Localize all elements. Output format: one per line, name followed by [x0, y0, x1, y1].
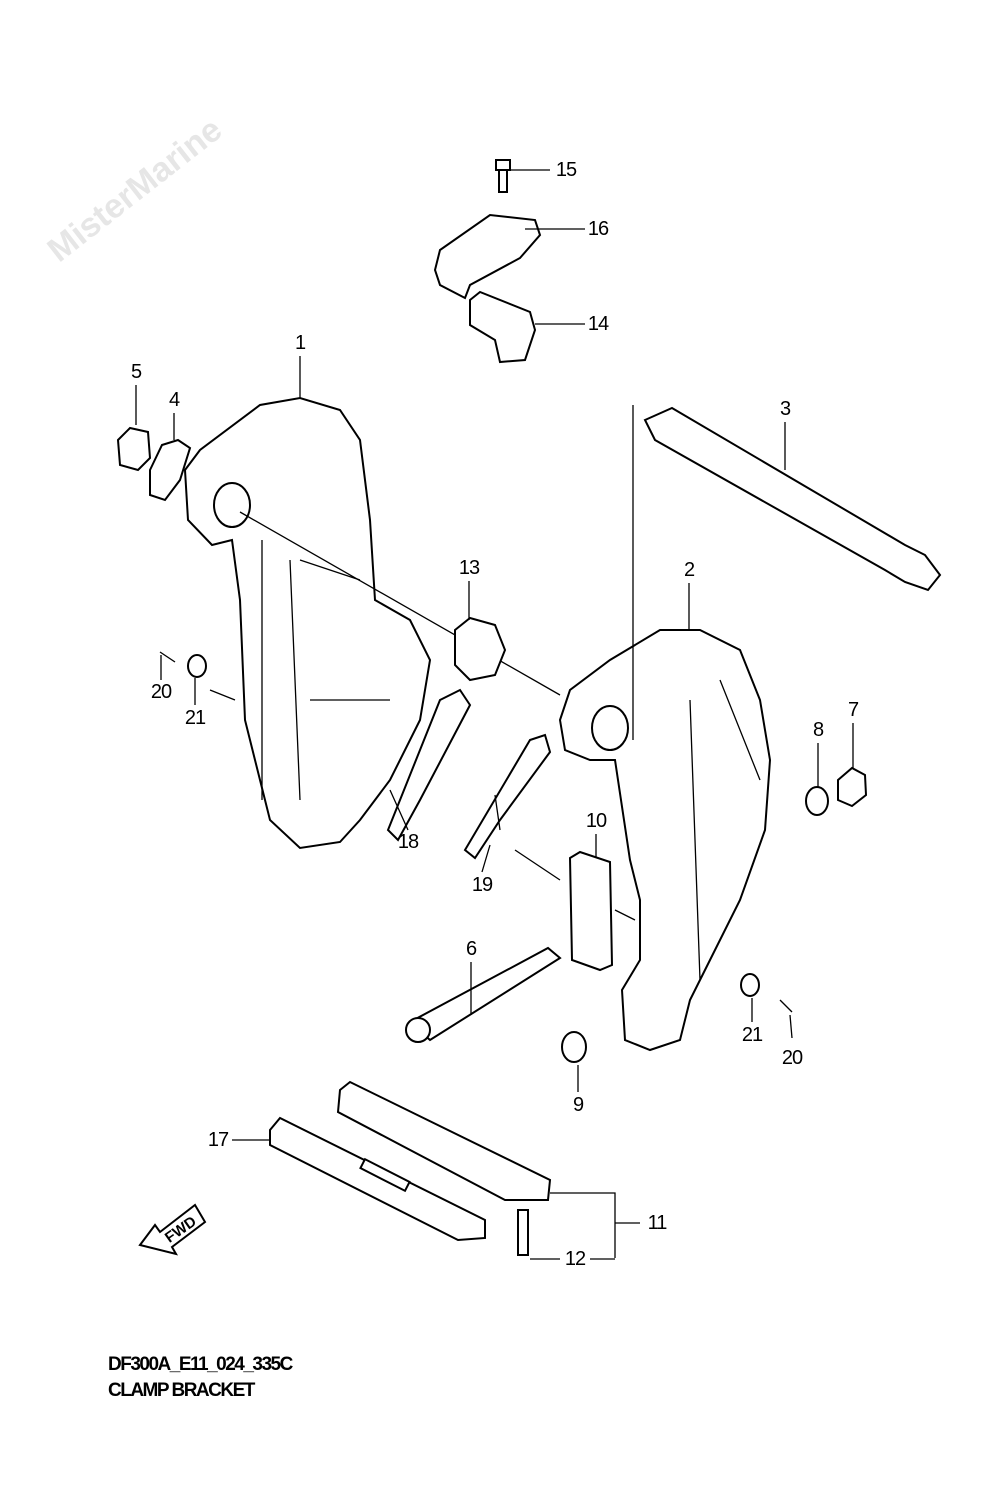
part-6-bolt [408, 946, 562, 1042]
part-18-lever [386, 688, 472, 842]
callout-17: 17 [207, 1129, 229, 1151]
part-15-bolt [495, 159, 511, 193]
callout-7: 7 [847, 699, 859, 721]
callout-21-right: 21 [741, 1024, 763, 1046]
part-4-gasket [149, 438, 192, 502]
leader-lines [135, 169, 854, 1260]
callout-6: 6 [465, 938, 477, 960]
callout-11: 11 [647, 1212, 668, 1234]
part-10-plate [568, 850, 614, 972]
callout-15: 15 [555, 159, 577, 181]
callout-5: 5 [130, 361, 142, 383]
part-21-washer [187, 654, 207, 678]
callout-21-left: 21 [184, 707, 206, 729]
part-3-shaft [643, 406, 942, 592]
callout-14: 14 [587, 313, 609, 335]
callout-8: 8 [812, 719, 824, 741]
callout-18: 18 [397, 831, 419, 853]
part-16-cover [433, 213, 542, 300]
callout-4: 4 [168, 389, 180, 411]
part-2-clamp-bracket-right [558, 629, 772, 1052]
part-14-plate [469, 290, 537, 364]
fwd-arrow-icon: FWD [138, 1203, 207, 1256]
callout-19: 19 [471, 874, 493, 896]
callout-10: 10 [585, 810, 607, 832]
callout-2: 2 [683, 559, 695, 581]
part-9-washer [561, 1031, 587, 1063]
part-11-anode [336, 1080, 552, 1201]
callout-20-right: 20 [781, 1047, 803, 1069]
callout-3: 3 [779, 398, 791, 420]
callout-16: 16 [587, 218, 609, 240]
callout-20-left: 20 [150, 681, 172, 703]
part-13-bushing [454, 616, 507, 682]
part-20-screw-right [779, 999, 793, 1013]
callout-13: 13 [458, 557, 480, 579]
part-17-anode [269, 1116, 486, 1242]
part-1-clamp-bracket-left [183, 396, 432, 850]
callout-9: 9 [572, 1094, 584, 1116]
part-20-screw [159, 651, 176, 663]
diagram-title: CLAMP BRACKET [108, 1380, 255, 1401]
part-5-nut [116, 426, 152, 472]
part-7-nut [837, 766, 868, 808]
diagram-code: DF300A_E11_024_335C [108, 1354, 293, 1375]
part-12-bolt [517, 1209, 529, 1256]
part-21-washer-right [740, 973, 760, 997]
part-8-washer [805, 786, 829, 816]
part-19-lever [463, 733, 552, 860]
callout-12: 12 [564, 1248, 586, 1270]
callout-1: 1 [294, 332, 306, 354]
